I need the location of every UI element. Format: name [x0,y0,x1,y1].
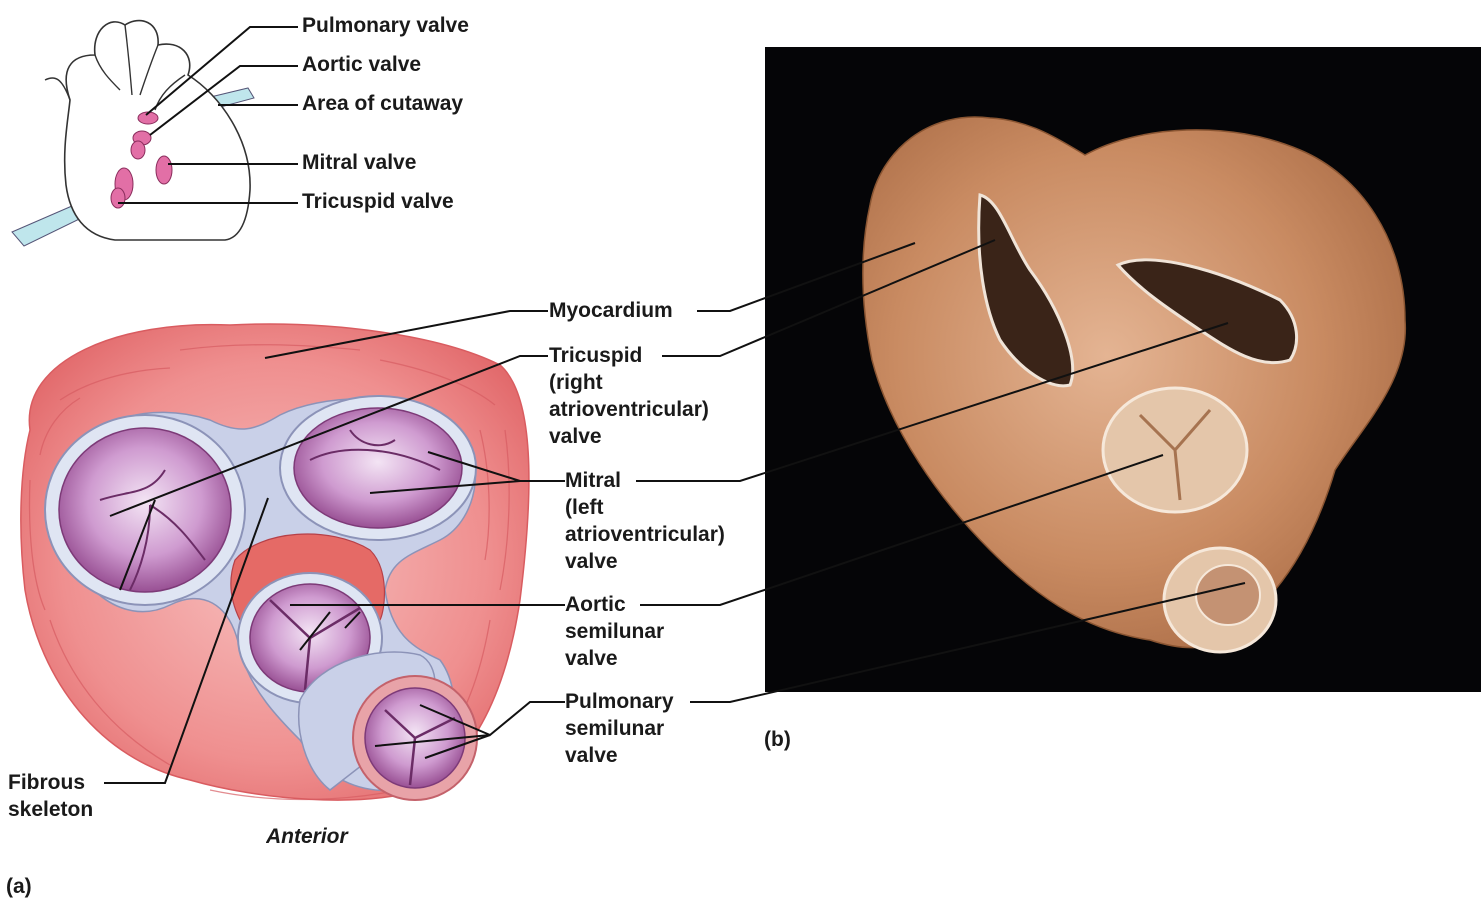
label-mitral-line-4: valve [565,548,725,575]
label-fibrous-line-2: skeleton [8,796,93,823]
label-tricuspid-line-2: (right [549,369,709,396]
label-tricuspid-line-4: valve [549,423,709,450]
label-mitral-line-1: Mitral [565,467,725,494]
valve-plane-illustration [21,324,529,800]
label-tricuspid-line-3: atrioventricular) [549,396,709,423]
label-aortic: Aortic semilunar valve [565,591,664,672]
label-myocardium: Myocardium [549,297,673,324]
specimen-pulmonary-lumen [1196,565,1260,625]
label-inset-aortic-valve: Aortic valve [302,51,421,78]
label-pulmonary: Pulmonary semilunar valve [565,688,674,769]
label-fibrous-line-1: Fibrous [8,769,93,796]
label-aortic-line-2: semilunar [565,618,664,645]
panel-label-b: (b) [764,726,791,753]
label-inset-tricuspid-valve: Tricuspid valve [302,188,454,215]
label-tricuspid-line-1: Tricuspid [549,342,709,369]
label-mitral-line-2: (left [565,494,725,521]
inset-mitral-valve [156,156,172,184]
label-inset-pulmonary-valve: Pulmonary valve [302,12,469,39]
label-pulmonary-line-3: valve [565,742,674,769]
label-inset-area-of-cutaway: Area of cutaway [302,90,463,117]
panel-label-a: (a) [6,873,32,900]
label-pulmonary-line-2: semilunar [565,715,674,742]
label-mitral: Mitral (left atrioventricular) valve [565,467,725,575]
label-inset-mitral-valve: Mitral valve [302,149,416,176]
label-aortic-line-3: valve [565,645,664,672]
specimen-photo [765,47,1481,692]
tricuspid-valve-leaflets [59,428,231,592]
label-anterior: Anterior [266,823,348,850]
inset-tricuspid-valve-2 [111,188,125,208]
inset-aortic-valve-2 [131,141,145,159]
label-pulmonary-line-1: Pulmonary [565,688,674,715]
label-fibrous-skeleton: Fibrous skeleton [8,769,93,823]
label-mitral-line-3: atrioventricular) [565,521,725,548]
label-tricuspid: Tricuspid (right atrioventricular) valve [549,342,709,450]
label-aortic-line-1: Aortic [565,591,664,618]
